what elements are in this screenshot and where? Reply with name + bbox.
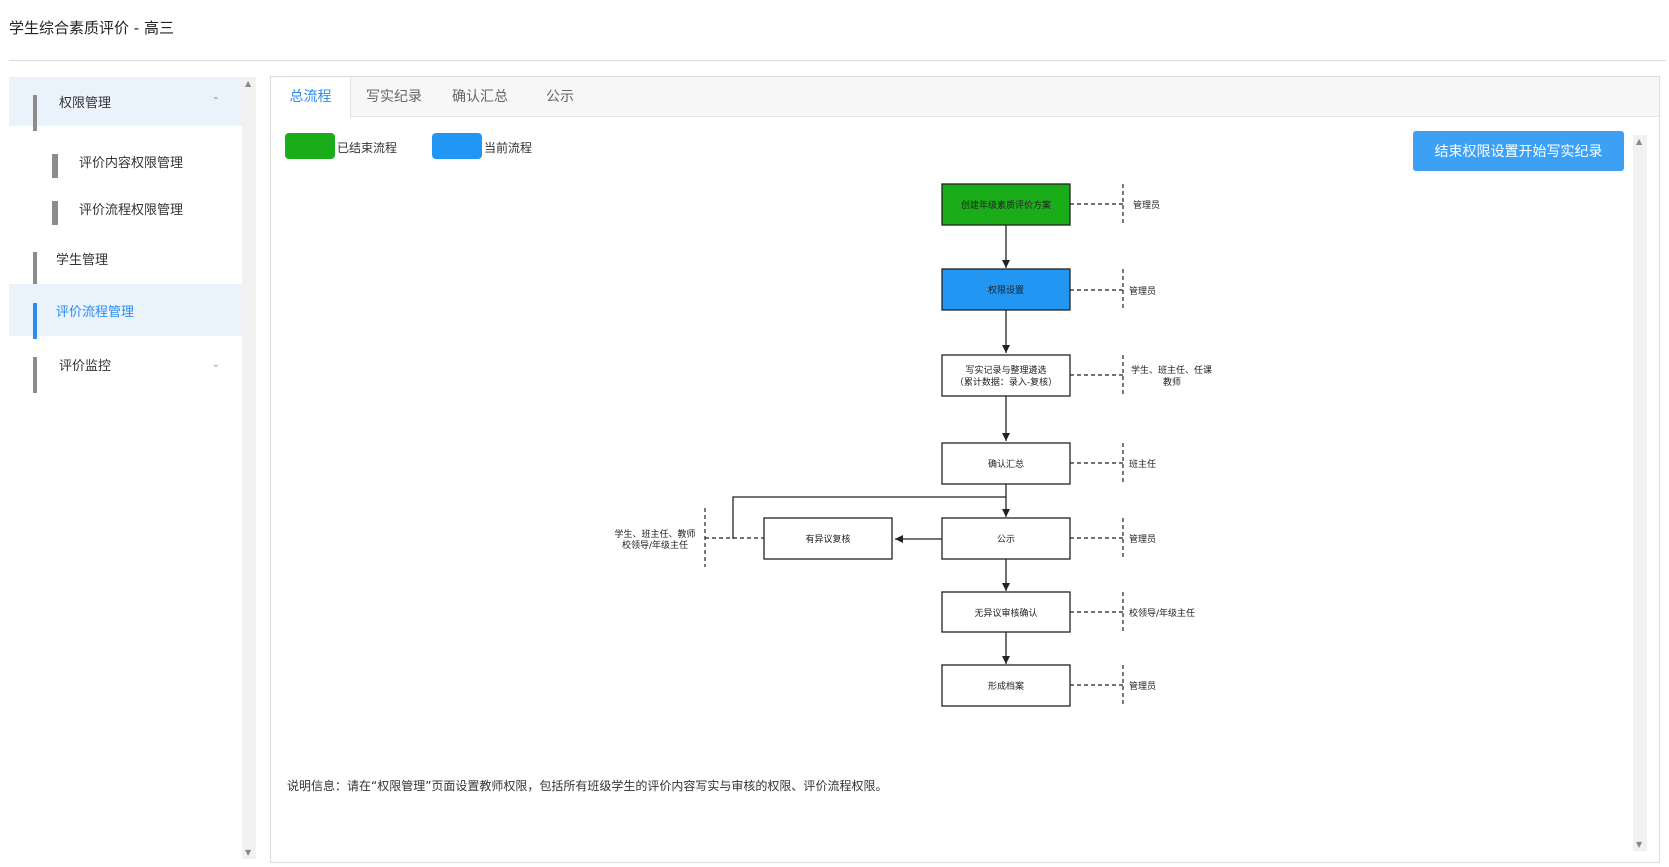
apps-icon xyxy=(52,201,66,225)
flow-role-label: 学生、班主任、教师 xyxy=(614,528,695,540)
sidebar-item-label: 评价内容权限管理 xyxy=(79,155,184,171)
flow-role-label: 教师 xyxy=(1163,376,1181,388)
main-scrollbar[interactable]: ▲ ▼ xyxy=(1633,135,1647,851)
chevron-down-icon: ⌄ xyxy=(211,358,220,370)
title-divider xyxy=(9,60,1666,61)
flow-step-label: 创建年级素质评价方案 xyxy=(961,199,1051,211)
flow-step-archive: 形成档案 xyxy=(941,664,1071,707)
chevron-up-icon: ⌃ xyxy=(211,96,220,107)
flow-step-label: 确认汇总 xyxy=(988,458,1024,470)
flow-step-confirm-summary: 确认汇总 xyxy=(941,442,1071,485)
flow-step-create-plan: 创建年级素质评价方案 xyxy=(941,183,1071,226)
flow-step-label: 无异议审核确认 xyxy=(974,607,1037,619)
flow-step-record: 写实记录与整理遴选 （累计数据：录入-复核） xyxy=(941,354,1071,397)
tab-publicity[interactable]: 公示 xyxy=(546,89,574,105)
sidebar-item-label: 评价流程管理 xyxy=(56,304,135,320)
flow-step-label: 权限设置 xyxy=(988,284,1024,296)
page-title: 学生综合素质评价 - 高三 xyxy=(9,19,174,37)
legend-finished-swatch xyxy=(285,133,335,159)
end-permission-setup-button[interactable]: 结束权限设置开始写实纪录 xyxy=(1413,131,1624,171)
flow-step-no-objection: 无异议审核确认 xyxy=(941,591,1071,633)
sidebar: 权限管理 ⌃ 评价内容权限管理 评价流程权限管理 学生管理 评价流程管理 评价监… xyxy=(9,77,242,859)
legend-current-label: 当前流程 xyxy=(484,141,533,155)
sidebar-scrollbar[interactable]: ▲ ▼ xyxy=(242,77,256,859)
main-panel: 总流程 写实纪录 确认汇总 公示 已结束流程 当前流程 结束权限设置开始写实纪录… xyxy=(270,76,1660,863)
tab-confirm-summary[interactable]: 确认汇总 xyxy=(452,89,508,105)
flow-role-label: 管理员 xyxy=(1129,680,1156,692)
sidebar-item-label: 权限管理 xyxy=(59,96,112,111)
scroll-up-icon[interactable]: ▲ xyxy=(1636,137,1643,146)
flow-role-label: 管理员 xyxy=(1129,533,1156,545)
apps-icon xyxy=(52,154,66,178)
flow-step-objection-review: 有异议复核 xyxy=(763,517,893,560)
scroll-down-icon[interactable]: ▼ xyxy=(245,848,252,857)
tab-overall-flow[interactable]: 总流程 xyxy=(271,77,351,118)
flow-step-label: 形成档案 xyxy=(988,680,1024,692)
grid-icon xyxy=(33,251,47,288)
flow-step-label: 公示 xyxy=(997,534,1015,545)
flow-role-annotation xyxy=(704,184,1124,706)
tab-record[interactable]: 写实纪录 xyxy=(366,89,422,105)
sidebar-item-student-management[interactable]: 学生管理 xyxy=(9,235,242,288)
grid-icon xyxy=(33,303,47,339)
flow-role-label: 管理员 xyxy=(1129,285,1156,297)
flow-role-label: 校领导/年级主任 xyxy=(622,539,688,551)
tab-bar: 总流程 写实纪录 确认汇总 公示 xyxy=(271,77,1659,118)
flow-role-label: 学生、班主任、任课 xyxy=(1131,364,1212,376)
flow-step-sublabel: （累计数据：录入-复核） xyxy=(955,376,1057,388)
flow-step-publicity: 公示 xyxy=(941,517,1071,560)
scroll-up-icon[interactable]: ▲ xyxy=(245,79,252,88)
legend-finished-label: 已结束流程 xyxy=(337,141,398,155)
grid-icon xyxy=(33,94,47,131)
note-text: 说明信息：请在“权限管理”页面设置教师权限，包括所有班级学生的评价内容写实与审核… xyxy=(287,779,888,793)
flow-step-label: 有异议复核 xyxy=(805,533,850,545)
sidebar-item-content-permission[interactable]: 评价内容权限管理 xyxy=(9,139,242,183)
sidebar-item-flow-permission[interactable]: 评价流程权限管理 xyxy=(9,186,242,230)
sidebar-item-label: 评价监控 xyxy=(59,358,112,374)
flow-role-label: 管理员 xyxy=(1133,199,1160,211)
sidebar-item-label: 评价流程权限管理 xyxy=(79,202,184,218)
flow-return-line xyxy=(732,496,1006,539)
legend-current-swatch xyxy=(432,133,482,159)
flow-role-label: 校领导/年级主任 xyxy=(1129,607,1195,619)
flow-step-label: 写实记录与整理遴选 xyxy=(965,364,1046,376)
scroll-down-icon[interactable]: ▼ xyxy=(1636,840,1643,849)
flow-role-label: 班主任 xyxy=(1129,458,1156,470)
sidebar-item-label: 学生管理 xyxy=(56,253,109,268)
flow-step-permission-setup: 权限设置 xyxy=(941,268,1071,311)
sidebar-item-permission-management[interactable]: 权限管理 ⌃ xyxy=(9,77,242,131)
grid-icon xyxy=(33,357,47,393)
flowchart: 创建年级素质评价方案 权限设置 写实记录与整理遴选 （累计数据：录入-复核） 确… xyxy=(614,183,1212,707)
sidebar-item-evaluation-flow[interactable]: 评价流程管理 xyxy=(9,284,242,339)
sidebar-item-evaluation-monitor[interactable]: 评价监控 ⌄ xyxy=(9,339,242,393)
